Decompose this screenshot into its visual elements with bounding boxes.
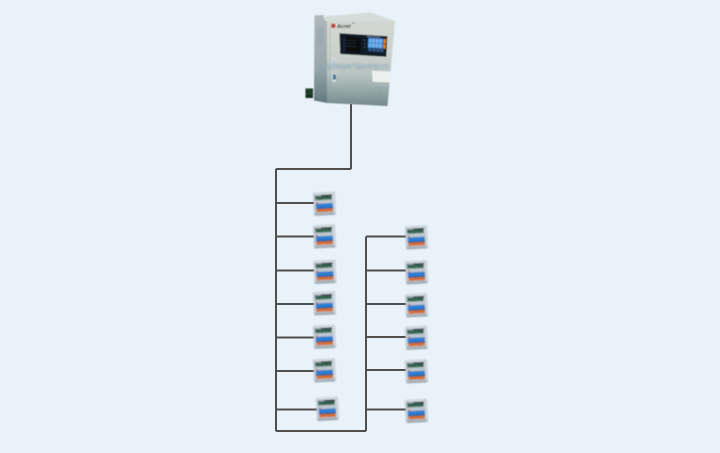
svg-text:上海安科瑞电气股份有限公司: 上海安科瑞电气股份有限公司 <box>319 63 389 71</box>
svg-text:Acrel: Acrel <box>336 24 351 30</box>
